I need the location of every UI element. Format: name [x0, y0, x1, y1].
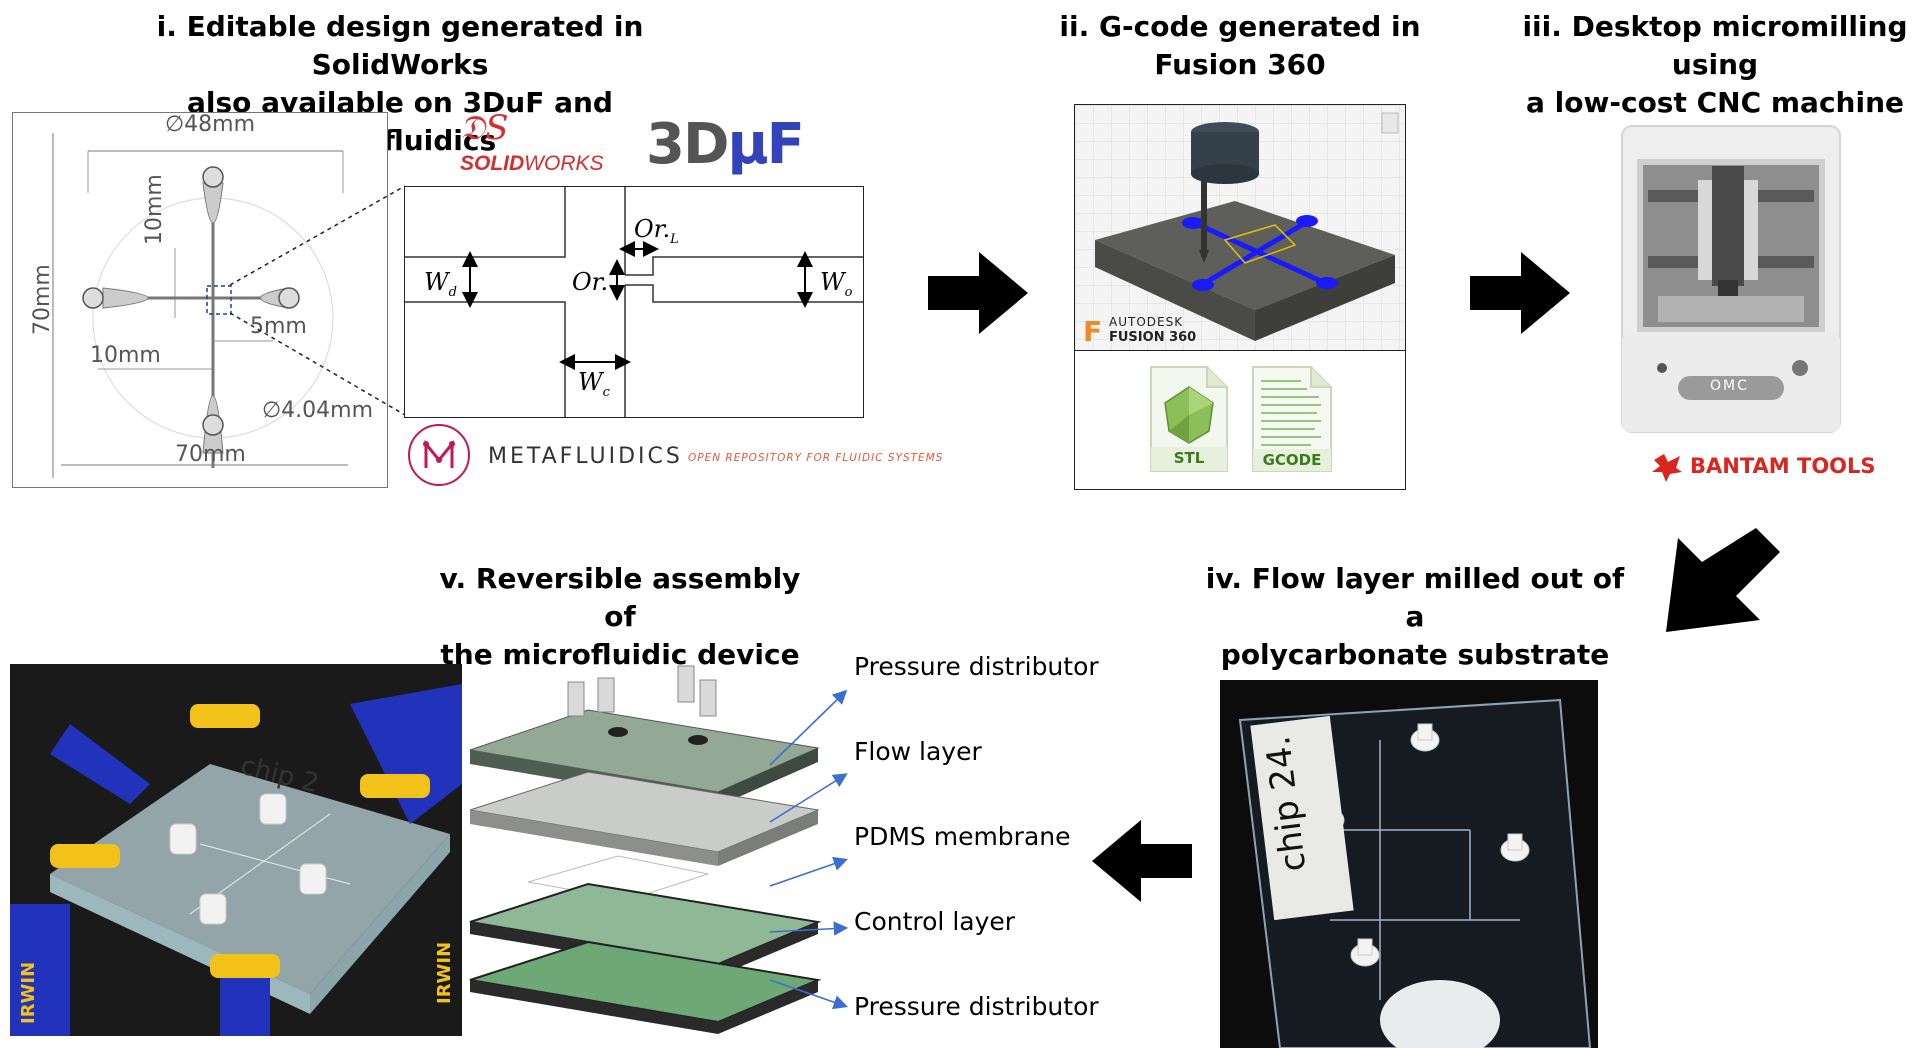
- dim-5mm: 5mm: [250, 314, 307, 339]
- cad-drawing: [52, 133, 348, 478]
- dim-4-04mm: ∅4.04mm: [262, 398, 374, 423]
- fusion360-panel: F AUTODESK FUSION 360: [1074, 104, 1406, 352]
- autodesk-wordmark: AUTODESK: [1109, 315, 1184, 329]
- step-iii-title: iii. Desktop micromilling using a low-co…: [1505, 8, 1917, 122]
- fusion-f-icon: F: [1083, 315, 1103, 348]
- arrow-iv-to-v: [1092, 820, 1192, 902]
- threeduf-logo-3d: 3D: [646, 112, 729, 177]
- stl-file-icon: STL: [1149, 365, 1229, 473]
- metafluidics-logo: METAFLUIDICS OPEN REPOSITORY FOR FLUIDIC…: [408, 424, 968, 488]
- cnc-machine-image: OMC: [1618, 120, 1844, 436]
- omc-badge: OMC: [1710, 378, 1749, 394]
- step-ii-title-line2: Fusion 360: [1154, 48, 1326, 81]
- step-ii-title: ii. G-code generated in Fusion 360: [1050, 8, 1430, 84]
- label-wc: Wc: [578, 368, 610, 400]
- step-ii-title-line1: ii. G-code generated in: [1059, 10, 1421, 43]
- step-iii-title-line2: a low-cost CNC machine: [1526, 86, 1904, 119]
- label-wd: Wd: [424, 268, 457, 300]
- step-iv-title-line1: iv. Flow layer milled out of a: [1205, 562, 1625, 633]
- layer-label-pressure-distributor-top: Pressure distributor: [854, 652, 1099, 681]
- zoom-leader-lines: [229, 185, 406, 416]
- step-iv-title-line2: polycarbonate substrate: [1220, 638, 1610, 671]
- label-wo: Wo: [820, 268, 853, 300]
- threeduf-logo: 3DμF: [646, 112, 805, 177]
- channel-zoom-drawing: [405, 187, 863, 417]
- solidworks-logo: 𝔇S SOLIDWORKS: [446, 108, 606, 175]
- layer-label-flow: Flow layer: [854, 737, 982, 766]
- arrow-i-to-ii: [928, 252, 1028, 334]
- file-icons-panel: STL GCODE: [1074, 350, 1406, 490]
- arrow-ii-to-iii: [1470, 252, 1570, 334]
- layer-label-pdms-membrane: PDMS membrane: [854, 822, 1071, 851]
- arrow-iii-to-iv: [1666, 528, 1780, 632]
- milled-chip-photo: chip 24.: [1220, 680, 1598, 1048]
- ds-mark-icon: 𝔇S: [460, 108, 509, 148]
- step-iv-title: iv. Flow layer milled out of a polycarbo…: [1205, 560, 1625, 674]
- label-orl: Or.L: [634, 215, 679, 247]
- clamp-brand-left: IRWIN: [18, 961, 39, 1024]
- metafluidics-wordmark: METAFLUIDICS: [488, 444, 683, 469]
- cad-drawing-panel: [12, 112, 388, 488]
- clamp-brand-right: IRWIN: [434, 941, 455, 1004]
- layer-label-pressure-distributor-bottom: Pressure distributor: [854, 992, 1099, 1021]
- threeduf-logo-uf: μF: [727, 112, 804, 177]
- metafluidics-m-icon: [408, 424, 470, 486]
- step-i-title-line1: i. Editable design generated in SolidWor…: [156, 10, 644, 81]
- stl-label: STL: [1173, 449, 1205, 467]
- layer-pressure-distributor-bottom: [469, 940, 822, 1034]
- layer-label-control: Control layer: [854, 907, 1016, 936]
- metafluidics-tagline: OPEN REPOSITORY FOR FLUIDIC SYSTEMS: [688, 452, 944, 464]
- dim-10mm-horizontal: 10mm: [90, 343, 161, 368]
- step-iii-title-line1: iii. Desktop micromilling using: [1522, 10, 1908, 81]
- clamped-assembly-photo: chip 2 IRWIN IRWIN: [10, 664, 462, 1036]
- channel-zoom-panel: [404, 186, 864, 418]
- dim-70mm-horizontal: 70mm: [175, 442, 246, 467]
- layer-flow: [469, 771, 820, 866]
- fusion-wordmark: FUSION 360: [1109, 330, 1197, 345]
- fusion-milling-render: [1075, 105, 1405, 351]
- chip-label-text: chip 24.: [1257, 733, 1315, 874]
- step-v-title-line1: v. Reversible assembly of: [439, 562, 801, 633]
- step-i-title: i. Editable design generated in SolidWor…: [100, 8, 700, 160]
- bantam-wordmark: BANTAM TOOLS: [1690, 454, 1876, 478]
- gcode-file-icon: GCODE: [1251, 365, 1333, 473]
- dim-48mm: ∅48mm: [165, 112, 256, 137]
- label-or: Or.: [572, 268, 609, 296]
- solidworks-logo-text: SOLIDWORKS: [460, 152, 604, 175]
- gcode-label: GCODE: [1262, 451, 1322, 469]
- step-v-title: v. Reversible assembly of the microfluid…: [420, 560, 820, 674]
- bantam-bird-icon: [1652, 454, 1682, 482]
- exploded-layer-stack: [468, 660, 848, 1040]
- step-v-title-line2: the microfluidic device: [440, 638, 800, 671]
- layer-leader-arrows: [769, 689, 849, 1010]
